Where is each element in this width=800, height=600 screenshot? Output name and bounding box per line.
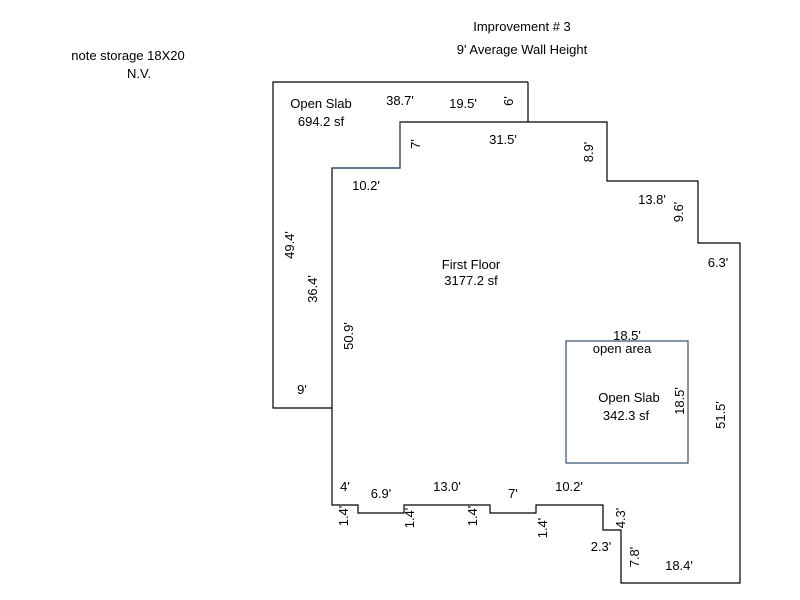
dim-8-9: 8.9' — [581, 142, 596, 163]
dim-4-3: 4.3' — [613, 508, 628, 529]
slab-junction-wall — [332, 122, 401, 169]
dim-4: 4' — [340, 479, 350, 494]
dim-10-2-bottom: 10.2' — [555, 479, 583, 494]
open-area-label: open area — [593, 341, 652, 356]
dim-49-4: 49.4' — [282, 231, 297, 259]
storage-note: note storage 18X20 — [71, 48, 184, 63]
open-slab-inner-area: 342.3 sf — [603, 408, 650, 423]
wall-height-subtitle: 9' Average Wall Height — [457, 42, 588, 57]
dim-18-5-top: 18.5' — [613, 328, 641, 343]
first-floor-outline — [331, 121, 741, 584]
dim-31-5: 31.5' — [489, 132, 517, 147]
dim-9: 9' — [297, 382, 307, 397]
dim-38-7: 38.7' — [386, 93, 414, 108]
dim-7-top: 7' — [408, 139, 423, 149]
improvement-title: Improvement # 3 — [473, 19, 571, 34]
dim-51-5: 51.5' — [713, 401, 728, 429]
dim-6-9: 6.9' — [371, 486, 392, 501]
open-slab-top-area: 694.2 sf — [298, 114, 345, 129]
dim-1-4-b: 1.4' — [402, 508, 417, 529]
dim-13-0: 13.0' — [433, 479, 461, 494]
walls — [272, 81, 741, 584]
dimension-labels: 38.7' 19.5' 31.5' 10.2' 13.8' 6.3' 9' 18… — [282, 93, 728, 573]
open-slab-top-name: Open Slab — [290, 96, 351, 111]
dim-6-3: 6.3' — [708, 255, 729, 270]
dim-7-bottom: 7' — [508, 486, 518, 501]
open-slab-outline — [272, 81, 528, 409]
dim-1-4-d: 1.4' — [535, 518, 550, 539]
open-slab-inner-name: Open Slab — [598, 390, 659, 405]
dim-1-4-c: 1.4' — [465, 506, 480, 527]
dim-9-6: 9.6' — [671, 202, 686, 223]
dim-36-4: 36.4' — [305, 275, 320, 303]
open-area-slab-outline — [565, 340, 689, 464]
dim-50-9: 50.9' — [341, 322, 356, 350]
dim-19-5: 19.5' — [449, 96, 477, 111]
dim-6: 6' — [501, 96, 516, 106]
dim-7-8: 7.8' — [627, 547, 642, 568]
dim-10-2-top: 10.2' — [352, 178, 380, 193]
dim-13-8: 13.8' — [638, 192, 666, 207]
storage-note-nv: N.V. — [127, 66, 151, 81]
dim-2-3: 2.3' — [591, 539, 612, 554]
dim-18-4: 18.4' — [665, 558, 693, 573]
dim-1-4-a: 1.4' — [336, 506, 351, 527]
first-floor-name: First Floor — [442, 257, 501, 272]
dim-18-5-side: 18.5' — [672, 387, 687, 415]
first-floor-area: 3177.2 sf — [444, 273, 498, 288]
